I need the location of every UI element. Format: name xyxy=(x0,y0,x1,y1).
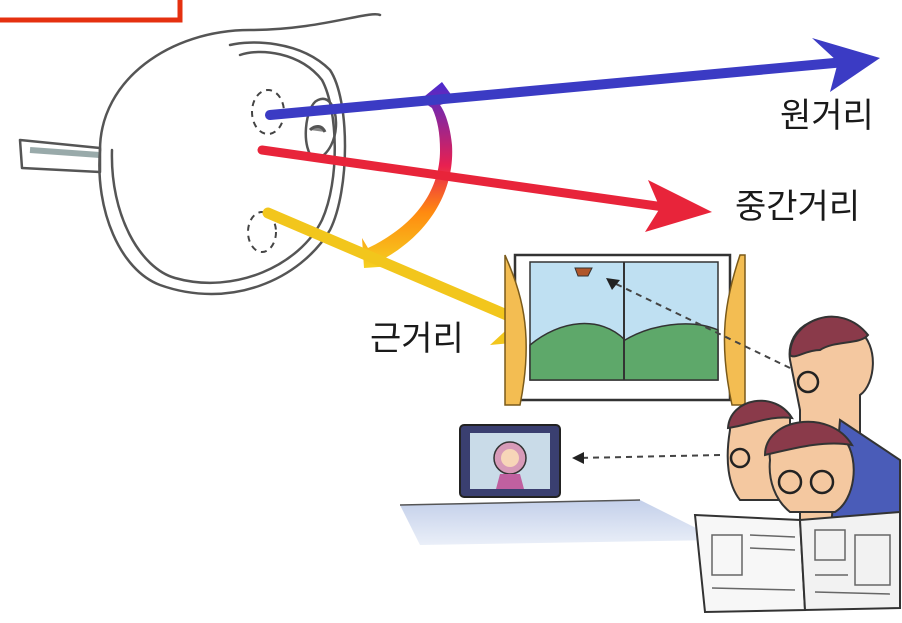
window-icon xyxy=(505,255,745,405)
far-label: 원거리 xyxy=(780,96,874,136)
tv-icon xyxy=(460,425,560,497)
intermediate-arrow xyxy=(262,150,712,232)
red-frame-corner xyxy=(0,0,180,20)
person-icon xyxy=(728,317,900,540)
floor xyxy=(400,500,720,545)
newspaper-icon xyxy=(695,512,900,612)
intermediate-label: 중간거리 xyxy=(735,187,860,227)
near-label: 근거리 xyxy=(370,319,464,359)
eyeglasses-icon xyxy=(20,14,380,294)
